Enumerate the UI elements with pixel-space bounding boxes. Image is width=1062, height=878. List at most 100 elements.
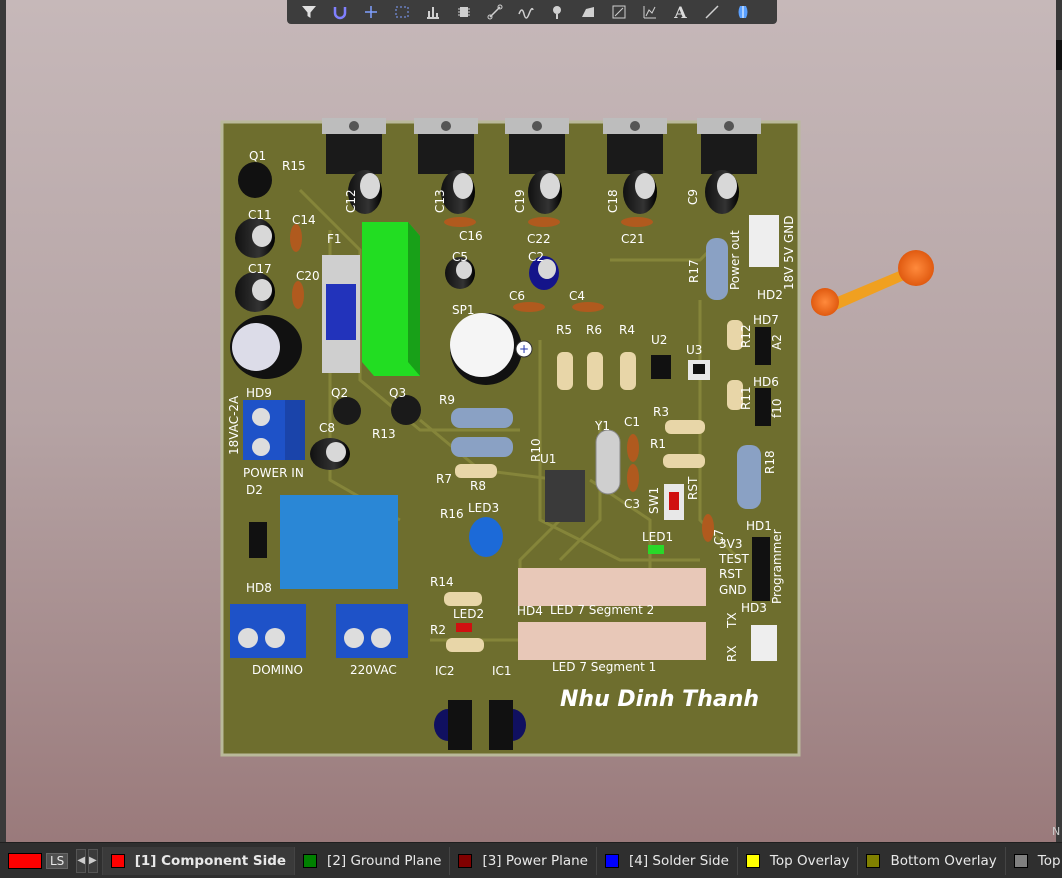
label-led2: LED2 xyxy=(453,607,484,621)
regulators xyxy=(322,118,761,174)
prev-layer-button[interactable]: ◀ xyxy=(76,848,87,873)
ceramic-caps xyxy=(290,217,714,542)
label-c2: C2 xyxy=(528,250,544,264)
label-c9: C9 xyxy=(686,189,700,205)
label-c18: C18 xyxy=(606,189,620,213)
component-icon[interactable] xyxy=(448,1,479,23)
label-18v-5v-gnd: 18V 5V GND xyxy=(782,216,796,290)
layer-tab[interactable]: [3] Power Plane xyxy=(449,846,596,875)
label-q1: Q1 xyxy=(249,149,266,163)
label-ic2: IC2 xyxy=(435,664,455,678)
layer-tab-label: [1] Component Side xyxy=(134,852,287,869)
place-cross-icon[interactable] xyxy=(355,1,386,23)
label-hd7: HD7 xyxy=(753,313,779,327)
label-c22: C22 xyxy=(527,232,551,246)
label-r2: R2 xyxy=(430,623,446,637)
polygon-icon[interactable] xyxy=(572,1,603,23)
label-rst2: RST xyxy=(719,567,743,581)
label-hd1: HD1 xyxy=(746,519,772,533)
label-r14: R14 xyxy=(430,575,454,589)
svg-text:+: + xyxy=(519,342,529,356)
label-c13: C13 xyxy=(433,189,447,213)
label-q2: Q2 xyxy=(331,386,348,400)
label-gnd: GND xyxy=(719,583,747,597)
label-220vac: 220VAC xyxy=(350,663,397,677)
blue-resistors xyxy=(451,238,761,509)
diff-pair-icon[interactable] xyxy=(510,1,541,23)
label-hd9: HD9 xyxy=(246,386,272,400)
label-r5: R5 xyxy=(556,323,572,337)
layer-tab-label: Top Paste xyxy=(1037,852,1062,869)
right-panel-edge: N xyxy=(1052,0,1062,842)
label-led3: LED3 xyxy=(468,501,499,515)
layer-tab[interactable]: [2] Ground Plane xyxy=(294,846,449,875)
label-3v3: 3V3 xyxy=(719,537,742,551)
label-sw1: SW1 xyxy=(647,487,661,514)
active-bar-toolbar: A xyxy=(287,0,777,24)
label-hd4: HD4 xyxy=(517,604,543,618)
layer-tab[interactable]: [1] Component Side xyxy=(101,846,295,875)
right-edge-mark: N xyxy=(1052,825,1061,838)
chart-icon[interactable] xyxy=(634,1,665,23)
layer-tab-label: [2] Ground Plane xyxy=(327,852,442,869)
label-r17: R17 xyxy=(687,259,701,283)
layer-tab[interactable]: Top Paste xyxy=(1004,846,1062,875)
label-c11: C11 xyxy=(248,208,272,222)
layer-tab[interactable]: Top Overlay xyxy=(736,846,858,875)
label-programmer: Programmer xyxy=(770,529,784,604)
label-r13: R13 xyxy=(372,427,396,441)
label-r7: R7 xyxy=(436,472,452,486)
dimension-icon[interactable] xyxy=(603,1,634,23)
align-chart-icon[interactable] xyxy=(417,1,448,23)
label-q3: Q3 xyxy=(389,386,406,400)
label-r16: R16 xyxy=(440,507,464,521)
select-rect-icon[interactable] xyxy=(386,1,417,23)
label-seg2: LED 7 Segment 2 xyxy=(550,603,654,617)
label-c17: C17 xyxy=(248,262,272,276)
label-r9: R9 xyxy=(439,393,455,407)
diode-d2 xyxy=(249,522,267,558)
label-test: TEST xyxy=(718,552,750,566)
label-hd6: HD6 xyxy=(753,375,779,389)
label-r10: R10 xyxy=(529,438,543,462)
route-magnet-icon[interactable] xyxy=(324,1,355,23)
layer-set-label[interactable]: LS xyxy=(46,852,69,869)
label-c12: C12 xyxy=(344,189,358,213)
layer-tab[interactable]: Bottom Overlay xyxy=(857,846,1004,875)
label-r12: R12 xyxy=(739,324,753,348)
label-c1: C1 xyxy=(624,415,640,429)
transistors xyxy=(333,395,421,425)
label-seg1: LED 7 Segment 1 xyxy=(552,660,656,674)
ics xyxy=(545,355,710,522)
label-c8: C8 xyxy=(319,421,335,435)
label-f1: F1 xyxy=(327,232,342,246)
label-r6: R6 xyxy=(586,323,602,337)
label-c5: C5 xyxy=(452,250,468,264)
layer-color-swatch xyxy=(866,853,881,868)
current-layer-indicator[interactable]: LS xyxy=(8,852,69,870)
layer-color-swatch xyxy=(458,853,473,868)
layer-tab[interactable]: [4] Solder Side xyxy=(596,846,737,875)
label-r11: R11 xyxy=(739,386,753,410)
left-panel-edge xyxy=(0,0,6,842)
text-icon[interactable]: A xyxy=(674,2,687,22)
layer-color-swatch xyxy=(745,853,760,868)
via-pin-icon[interactable] xyxy=(541,1,572,23)
label-r3: R3 xyxy=(653,405,669,419)
label-rst: RST xyxy=(686,476,700,500)
power-in-terminal xyxy=(243,400,305,460)
label-c20: C20 xyxy=(296,269,320,283)
label-power-in: POWER IN xyxy=(243,466,304,480)
3d-body-icon[interactable] xyxy=(727,1,758,23)
fuse xyxy=(322,255,360,373)
label-ic1: IC1 xyxy=(492,664,512,678)
net-route-icon[interactable] xyxy=(479,1,510,23)
layer-tabs: [1] Component Side [2] Ground Plane [3] Po… xyxy=(101,846,1062,875)
layer-color-swatch xyxy=(303,853,318,868)
next-layer-button[interactable]: ▶ xyxy=(88,848,98,873)
pcb-3d-viewport[interactable]: + xyxy=(6,0,1056,842)
line-icon[interactable] xyxy=(696,1,727,23)
label-hd3: HD3 xyxy=(741,601,767,615)
author-name: Nhu Dinh Thanh xyxy=(560,687,759,712)
filter-icon[interactable] xyxy=(293,1,324,23)
